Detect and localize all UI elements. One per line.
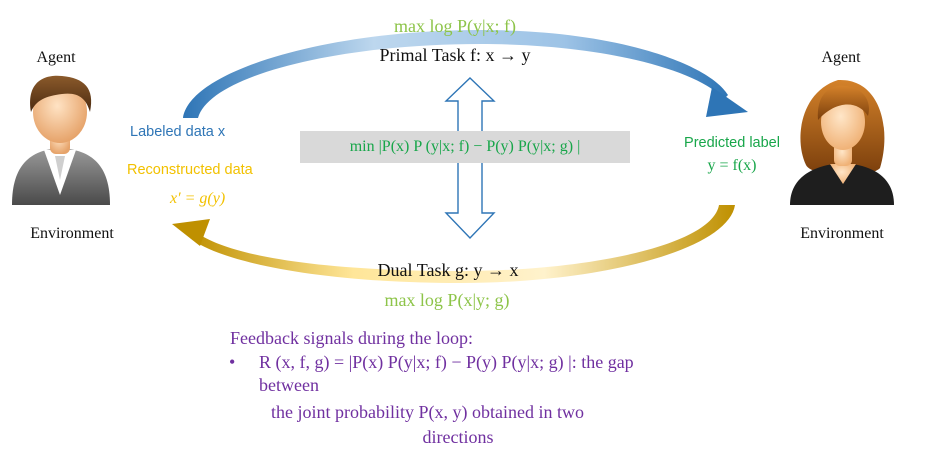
feedback-heading: Feedback signals during the loop: bbox=[230, 328, 473, 348]
male-user-icon bbox=[12, 75, 110, 205]
female-user-icon bbox=[790, 79, 894, 205]
reconstructed-formula: x′ = g(y) bbox=[170, 190, 226, 207]
duality-constraint-box: min |P(x) P (y|x; f) − P(y) P(y|x; g) | bbox=[300, 131, 630, 163]
right-agent-label: Agent bbox=[821, 49, 861, 66]
feedback-line-3: the joint probability P(x, y) obtained i… bbox=[271, 402, 584, 422]
reconstructed-data-label: Reconstructed data bbox=[127, 162, 253, 178]
feedback-bullet: • bbox=[229, 352, 236, 372]
primal-objective: max log P(y|x; f) bbox=[393, 16, 517, 36]
primal-loop-arrowhead bbox=[706, 87, 748, 117]
primal-task-label: Primal Task f: x → y bbox=[379, 45, 531, 65]
duality-constraint-text: min |P(x) P (y|x; f) − P(y) P(y|x; g) | bbox=[349, 138, 581, 155]
dual-loop-arrow bbox=[190, 205, 735, 283]
left-environment-label: Environment bbox=[30, 225, 114, 242]
feedback-line-2: between bbox=[259, 375, 319, 395]
feedback-line-4: directions bbox=[422, 427, 494, 447]
feedback-line-1: R (x, f, g) = |P(x) P(y|x; f) − P(y) P(y… bbox=[259, 352, 634, 372]
dual-loop-arrowhead bbox=[172, 219, 210, 246]
left-agent-label: Agent bbox=[36, 49, 76, 66]
right-environment-label: Environment bbox=[800, 225, 884, 242]
dual-task-label: Dual Task g: y → x bbox=[377, 260, 519, 280]
predicted-formula: y = f(x) bbox=[707, 157, 757, 174]
labeled-data-label: Labeled data x bbox=[130, 124, 226, 140]
dual-objective: max log P(x|y; g) bbox=[384, 290, 510, 310]
predicted-label: Predicted label bbox=[684, 135, 780, 151]
primal-loop-arrow bbox=[183, 30, 728, 118]
